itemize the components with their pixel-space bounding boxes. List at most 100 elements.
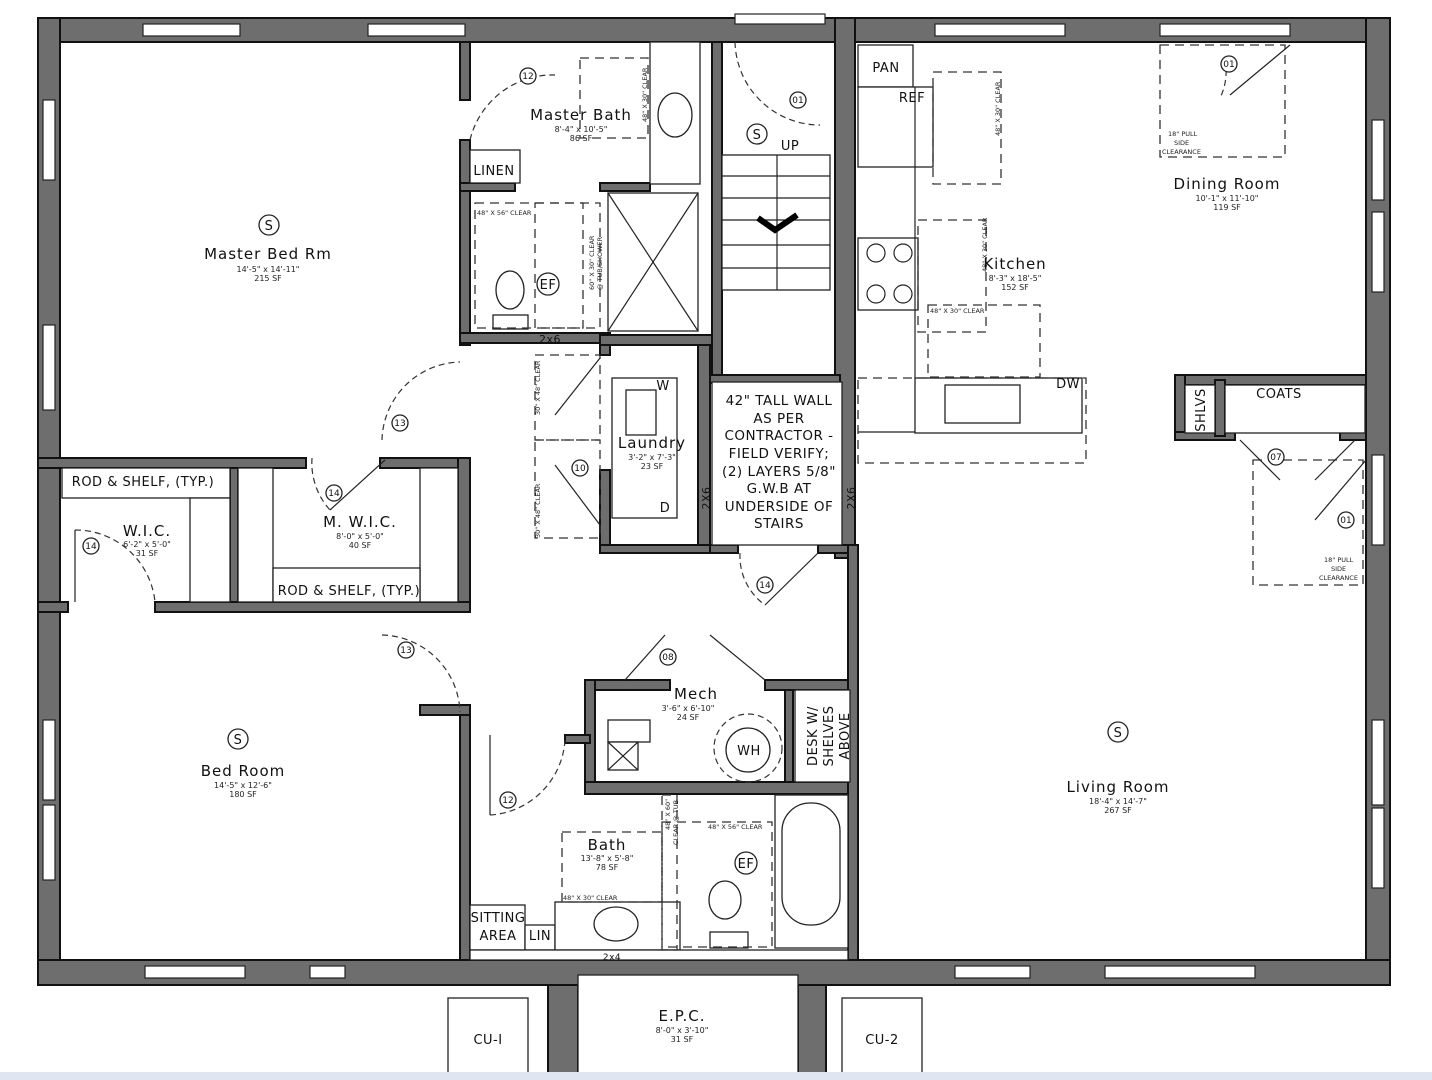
svg-text:DW: DW bbox=[1056, 377, 1080, 392]
svg-text:@ TUB/SHOWER: @ TUB/SHOWER bbox=[596, 236, 604, 290]
svg-text:48" X 30" CLEAR: 48" X 30" CLEAR bbox=[930, 307, 985, 315]
svg-text:SHELVES: SHELVES bbox=[822, 706, 837, 767]
svg-text:CLEARANCE: CLEARANCE bbox=[1162, 148, 1201, 156]
door-tag: 01 bbox=[789, 91, 807, 109]
svg-text:48" X 30" CLEAR: 48" X 30" CLEAR bbox=[641, 67, 649, 122]
svg-text:E.P.C.: E.P.C. bbox=[659, 1007, 706, 1025]
svg-text:48" X 60": 48" X 60" bbox=[664, 799, 672, 830]
svg-text:Bed Room: Bed Room bbox=[201, 762, 286, 780]
svg-text:AS PER: AS PER bbox=[753, 411, 804, 427]
smoke-detector-icon: S bbox=[1107, 721, 1129, 743]
door-tag: 13 bbox=[391, 414, 409, 432]
svg-text:12: 12 bbox=[522, 72, 533, 82]
svg-text:08: 08 bbox=[662, 653, 674, 663]
svg-text:14'-5" x 12'-6": 14'-5" x 12'-6" bbox=[214, 781, 272, 790]
svg-text:31 SF: 31 SF bbox=[671, 1035, 694, 1044]
svg-text:14: 14 bbox=[759, 581, 771, 591]
svg-text:UP: UP bbox=[781, 139, 799, 154]
smoke-detectors: S S S S bbox=[227, 123, 1129, 750]
svg-text:14: 14 bbox=[328, 489, 340, 499]
svg-text:13'-8" x 5'-8": 13'-8" x 5'-8" bbox=[581, 854, 634, 863]
svg-text:40 SF: 40 SF bbox=[349, 541, 372, 550]
room-master-bed: Master Bed Rm 14'-5" x 14'-11"215 SF bbox=[204, 245, 332, 283]
svg-text:01: 01 bbox=[1340, 516, 1351, 526]
svg-text:01: 01 bbox=[1223, 60, 1234, 70]
exhaust-fan-icon: EF bbox=[734, 851, 758, 875]
door-tag: 10 bbox=[571, 459, 589, 477]
svg-text:12: 12 bbox=[502, 796, 513, 806]
svg-text:CONTRACTOR -: CONTRACTOR - bbox=[724, 428, 833, 444]
exhaust-fan-icon: EF bbox=[536, 272, 560, 296]
svg-text:6'-2" x 5'-0": 6'-2" x 5'-0" bbox=[123, 540, 171, 549]
svg-text:48" X 56" CLEAR: 48" X 56" CLEAR bbox=[708, 823, 763, 831]
svg-text:SIDE: SIDE bbox=[1174, 139, 1189, 147]
svg-text:48" X 30" CLEAR: 48" X 30" CLEAR bbox=[981, 217, 989, 272]
svg-text:30" X 48" CLEAR: 30" X 48" CLEAR bbox=[534, 483, 542, 538]
svg-text:S: S bbox=[1114, 726, 1123, 741]
svg-text:CLEARANCE: CLEARANCE bbox=[1319, 574, 1358, 582]
svg-text:152 SF: 152 SF bbox=[1001, 283, 1029, 292]
svg-text:48" X 30" CLEAR: 48" X 30" CLEAR bbox=[563, 894, 618, 902]
clearance-labels: 48" X 56" CLEAR 60" X 30" CLEAR @ TUB/SH… bbox=[477, 67, 1358, 902]
svg-text:EF: EF bbox=[540, 278, 557, 293]
svg-text:Mech: Mech bbox=[674, 685, 718, 703]
svg-text:W: W bbox=[656, 379, 669, 394]
svg-text:CLEAR @ TUB: CLEAR @ TUB bbox=[672, 800, 680, 845]
svg-text:Kitchen: Kitchen bbox=[983, 255, 1046, 273]
svg-text:Master Bed Rm: Master Bed Rm bbox=[204, 245, 332, 263]
svg-text:CU-2: CU-2 bbox=[865, 1033, 899, 1048]
svg-text:10: 10 bbox=[574, 464, 586, 474]
door-tag: 12 bbox=[499, 791, 517, 809]
svg-text:23 SF: 23 SF bbox=[641, 462, 664, 471]
svg-text:18" PULL: 18" PULL bbox=[1168, 130, 1198, 138]
door-tag: 01 bbox=[1337, 511, 1355, 529]
svg-text:18'-4" x 14'-7": 18'-4" x 14'-7" bbox=[1089, 797, 1147, 806]
svg-text:SITTING: SITTING bbox=[471, 911, 526, 926]
svg-text:UNDERSIDE OF: UNDERSIDE OF bbox=[725, 499, 833, 515]
svg-text:LINEN: LINEN bbox=[473, 164, 514, 179]
svg-text:ROD & SHELF, (TYP.): ROD & SHELF, (TYP.) bbox=[72, 475, 214, 490]
svg-text:COATS: COATS bbox=[1256, 387, 1302, 402]
door-tag: 07 bbox=[1267, 448, 1285, 466]
svg-text:LIN: LIN bbox=[529, 929, 551, 944]
door-tags: 12 01 13 14 14 10 14 13 08 12 07 01 01 bbox=[82, 55, 1355, 809]
svg-text:2x6: 2x6 bbox=[539, 333, 561, 346]
svg-text:PAN: PAN bbox=[872, 61, 899, 76]
svg-text:24 SF: 24 SF bbox=[677, 713, 700, 722]
svg-text:2x4: 2x4 bbox=[603, 953, 621, 963]
svg-text:(2) LAYERS 5/8": (2) LAYERS 5/8" bbox=[722, 464, 836, 480]
svg-text:8'-4" x 10'-5": 8'-4" x 10'-5" bbox=[555, 125, 608, 134]
svg-text:DESK W/: DESK W/ bbox=[806, 706, 821, 766]
windows bbox=[42, 13, 1385, 979]
svg-text:60" X 30" CLEAR: 60" X 30" CLEAR bbox=[588, 235, 596, 290]
svg-text:S: S bbox=[265, 219, 274, 234]
svg-text:78 SF: 78 SF bbox=[596, 863, 619, 872]
svg-text:215 SF: 215 SF bbox=[254, 274, 282, 283]
room-mwic: M. W.I.C.8'-0" x 5'-0"40 SF bbox=[323, 513, 397, 550]
svg-text:Bath: Bath bbox=[588, 836, 627, 854]
svg-text:8'-0" x 5'-0": 8'-0" x 5'-0" bbox=[336, 532, 384, 541]
svg-text:14'-5" x 14'-11": 14'-5" x 14'-11" bbox=[237, 265, 300, 274]
smoke-detector-icon: S bbox=[746, 123, 768, 145]
door-tag: 14 bbox=[325, 484, 343, 502]
svg-text:D: D bbox=[660, 501, 671, 516]
door-tag: 14 bbox=[756, 576, 774, 594]
smoke-detector-icon: S bbox=[227, 728, 249, 750]
exterior-pads bbox=[0, 974, 1432, 1080]
svg-text:SHLVS: SHLVS bbox=[1194, 388, 1209, 432]
svg-text:AREA: AREA bbox=[479, 929, 516, 944]
svg-text:M. W.I.C.: M. W.I.C. bbox=[323, 513, 397, 531]
svg-text:13: 13 bbox=[394, 419, 405, 429]
svg-text:48" X 56" CLEAR: 48" X 56" CLEAR bbox=[477, 209, 532, 217]
svg-text:EF: EF bbox=[738, 857, 755, 872]
svg-text:180 SF: 180 SF bbox=[229, 790, 257, 799]
svg-text:S: S bbox=[234, 733, 243, 748]
svg-text:G.W.B AT: G.W.B AT bbox=[747, 481, 812, 497]
fixture-labels: LINEN PAN REF DW SHLVS COATS ROD & SHELF… bbox=[72, 61, 1302, 1048]
